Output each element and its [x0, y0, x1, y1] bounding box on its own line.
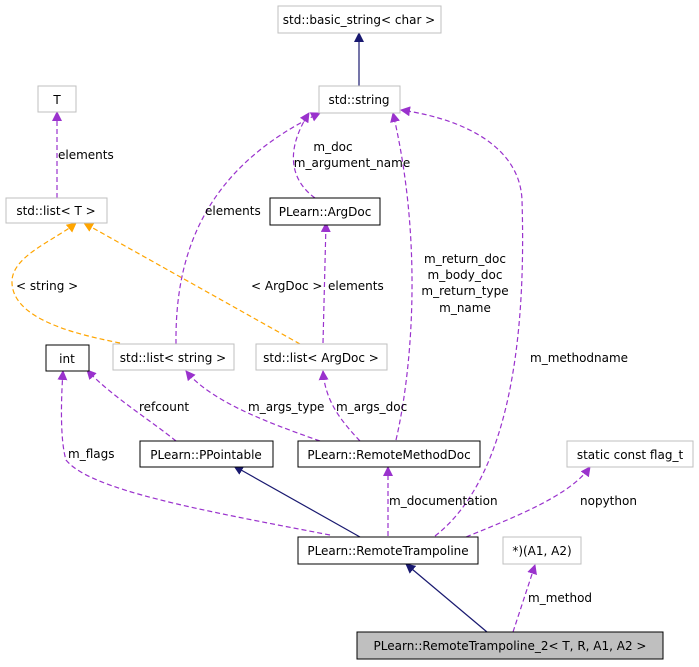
- node-list-T[interactable]: std::list< T >: [5, 197, 108, 224]
- edge-list-argdoc-to-remote-method-doc: m_args_doc: [318, 370, 407, 442]
- edge-remote-trampoline-to-remote-trampoline-2: [405, 563, 488, 633]
- node-a1a2[interactable]: *)(A1, A2): [502, 536, 582, 565]
- edge-label-m-args-doc: m_args_doc: [336, 400, 407, 414]
- node-int[interactable]: int: [45, 344, 90, 372]
- edge-list-string-to-remote-method-doc: m_args_type: [185, 370, 324, 442]
- svg-text:PLearn::PPointable: PLearn::PPointable: [150, 448, 262, 462]
- svg-text:PLearn::RemoteTrampoline_2< T,: PLearn::RemoteTrampoline_2< T, R, A1, A2…: [374, 639, 647, 653]
- edge-label-m-return-type: m_return_type: [421, 284, 508, 298]
- edge-string-to-remote-trampoline: m_methodname: [400, 106, 628, 537]
- edge-T-to-list-T: elements: [52, 111, 114, 198]
- edge-argdoc-to-list-argdoc: elements: [320, 222, 384, 344]
- svg-text:std::string: std::string: [328, 93, 389, 107]
- edge-label-m-body-doc: m_body_doc: [428, 268, 503, 282]
- node-std-string[interactable]: std::string: [318, 85, 401, 114]
- edge-label-m-argument-name: m_argument_name: [294, 156, 410, 170]
- edge-ppointable-to-remote-trampoline: [233, 465, 361, 538]
- svg-text:int: int: [59, 352, 75, 366]
- edge-label-elements-3: elements: [328, 279, 384, 293]
- svg-text:std::basic_string< char >: std::basic_string< char >: [283, 13, 436, 27]
- edge-label-m-method: m_method: [528, 591, 592, 605]
- svg-text:std::list< string >: std::list< string >: [120, 351, 226, 365]
- edge-label-tpl-argdoc: < ArgDoc >: [251, 279, 322, 293]
- svg-text:std::list< ArgDoc >: std::list< ArgDoc >: [263, 351, 379, 365]
- edge-label-elements-2: elements: [205, 204, 261, 218]
- svg-text:*)(A1, A2): *)(A1, A2): [512, 544, 571, 558]
- edge-list-T-to-list-argdoc: < ArgDoc >: [83, 222, 322, 345]
- edge-int-to-remote-trampoline: m_flags: [57, 370, 331, 536]
- edge-label-m-name: m_name: [439, 301, 491, 315]
- edge-string-to-argdoc: m_doc m_argument_name: [292, 112, 410, 199]
- node-list-argdoc[interactable]: std::list< ArgDoc >: [255, 343, 388, 371]
- node-remote-trampoline[interactable]: PLearn::RemoteTrampoline: [297, 536, 479, 565]
- edge-label-tpl-string: < string >: [16, 279, 78, 293]
- edge-label-m-flags: m_flags: [68, 447, 114, 461]
- edge-label-refcount: refcount: [139, 400, 189, 414]
- svg-text:PLearn::ArgDoc: PLearn::ArgDoc: [279, 205, 372, 219]
- edge-int-to-ppointable: refcount: [86, 369, 189, 442]
- edge-string-to-list-string: elements: [175, 112, 321, 345]
- edge-label-m-return-doc: m_return_doc: [424, 252, 506, 266]
- node-flag-t[interactable]: static const flag_t: [566, 440, 694, 468]
- svg-text:T: T: [52, 93, 61, 107]
- node-remote-trampoline-2[interactable]: PLearn::RemoteTrampoline_2< T, R, A1, A2…: [356, 631, 664, 660]
- edge-label-nopython: nopython: [580, 494, 637, 508]
- edge-label-m-documentation: m_documentation: [389, 494, 498, 508]
- node-basic-string[interactable]: std::basic_string< char >: [277, 5, 442, 34]
- node-ppointable[interactable]: PLearn::PPointable: [139, 440, 274, 468]
- node-list-string[interactable]: std::list< string >: [112, 343, 235, 371]
- edge-flag-t-to-remote-trampoline: nopython: [465, 466, 637, 538]
- edge-string-to-remote-method-doc: m_return_doc m_body_doc m_return_type m_…: [390, 112, 509, 441]
- edge-label-elements: elements: [58, 148, 114, 162]
- node-remote-method-doc[interactable]: PLearn::RemoteMethodDoc: [297, 440, 481, 468]
- edge-label-m-args-type: m_args_type: [248, 400, 324, 414]
- svg-text:PLearn::RemoteMethodDoc: PLearn::RemoteMethodDoc: [307, 448, 470, 462]
- node-argdoc[interactable]: PLearn::ArgDoc: [269, 197, 381, 226]
- edge-a1a2-to-remote-trampoline-2: m_method: [512, 564, 592, 633]
- edge-list-T-to-list-string: < string >: [11, 222, 121, 344]
- edge-label-m-methodname: m_methodname: [530, 351, 628, 365]
- svg-text:std::list< T >: std::list< T >: [16, 204, 95, 218]
- edge-label-m-doc: m_doc: [313, 140, 352, 154]
- edge-remote-method-doc-to-remote-trampoline: m_documentation: [383, 466, 498, 536]
- node-T[interactable]: T: [37, 85, 77, 113]
- svg-text:static const flag_t: static const flag_t: [577, 448, 684, 462]
- svg-text:PLearn::RemoteTrampoline: PLearn::RemoteTrampoline: [307, 544, 468, 558]
